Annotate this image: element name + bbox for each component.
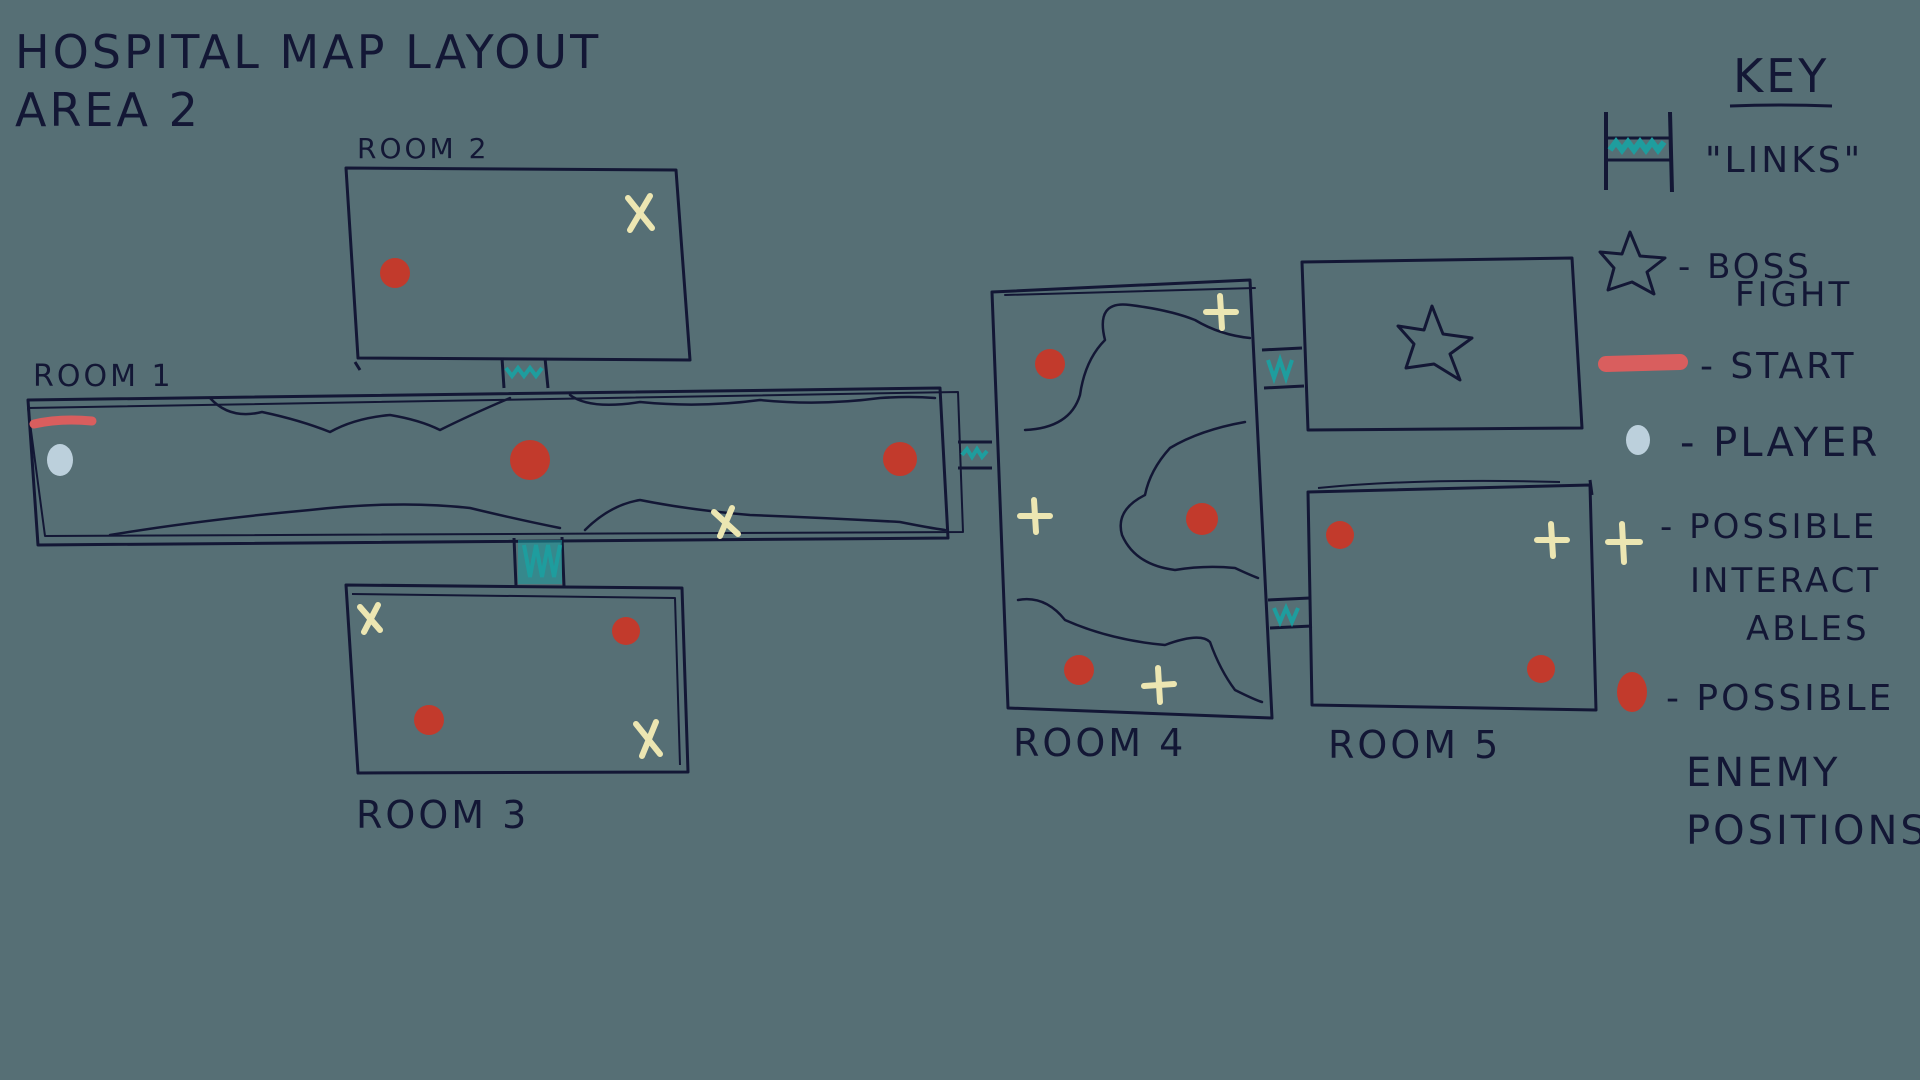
enemy-dot: [883, 442, 917, 476]
legend-interact-label: - POSSIBLE: [1660, 507, 1877, 547]
room-5: [1306, 479, 1598, 712]
legend-enemy-label: - POSSIBLE: [1666, 678, 1894, 719]
enemy-dot: [1527, 655, 1555, 683]
room-4-label: ROOM 4: [1013, 721, 1186, 765]
room-3-label: ROOM 3: [356, 793, 529, 837]
cross-icon: [625, 193, 655, 233]
enemy-dot: [1035, 349, 1065, 379]
legend-boss-label: - BOSS: [1678, 247, 1812, 287]
legend-heading: KEY: [1733, 49, 1829, 103]
legend-star-icon: [1598, 230, 1667, 296]
link-room1-room2: [500, 357, 550, 389]
legend-player-label: - PLAYER: [1680, 420, 1880, 466]
room-1-label: ROOM 1: [33, 359, 174, 394]
cross-icon: [1017, 497, 1053, 535]
boss-star-icon: [1396, 304, 1474, 382]
link-room4-room5: [1267, 596, 1313, 630]
legend-cross-icon: [1605, 521, 1643, 565]
link-room4-boss: [1261, 346, 1305, 390]
map-subtitle: AREA 2: [15, 83, 201, 137]
enemy-dot: [1186, 503, 1218, 535]
enemy-dot: [414, 705, 444, 735]
legend-enemy-label-2: ENEMY: [1686, 750, 1840, 796]
legend-interact-label-2: INTERACT: [1690, 561, 1881, 601]
legend: KEY "LINKS" - BOSS FIGHT - START - PLAYE…: [1598, 49, 1920, 854]
room-3: [344, 583, 690, 775]
interactable-markers: [357, 193, 1570, 759]
legend-links-label: "LINKS": [1705, 140, 1863, 181]
enemy-dot: [510, 440, 550, 480]
enemy-dot: [1064, 655, 1094, 685]
legend-start-label: - START: [1700, 346, 1857, 387]
map-title: HOSPITAL MAP LAYOUT: [15, 25, 601, 79]
room-1: [26, 386, 964, 547]
room-2: [344, 166, 692, 371]
enemy-markers: [380, 258, 1555, 735]
room-5-label: ROOM 5: [1328, 723, 1501, 767]
legend-interact-label-3: ABLES: [1746, 609, 1870, 649]
enemy-dot: [612, 617, 640, 645]
cross-icon: [357, 602, 383, 635]
enemy-dot: [380, 258, 410, 288]
legend-boss-label-2: FIGHT: [1735, 275, 1852, 315]
cross-icon: [1534, 521, 1570, 559]
legend-start-icon: [1598, 354, 1688, 372]
cross-icon: [1203, 293, 1239, 331]
legend-player-icon: [1626, 425, 1650, 455]
room-4: [990, 278, 1274, 720]
cross-icon: [711, 505, 741, 539]
cross-icon: [1141, 665, 1177, 705]
legend-link-icon: [1604, 111, 1674, 193]
start-marker: [29, 415, 97, 429]
player-marker: [47, 444, 73, 476]
link-room1-room3: [512, 536, 566, 587]
link-room1-room4: [958, 440, 992, 470]
room-5-boss: [1300, 256, 1584, 432]
enemy-dot: [1326, 521, 1354, 549]
legend-enemy-icon: [1617, 672, 1647, 712]
legend-enemy-label-3: POSITIONS: [1686, 808, 1920, 854]
room-2-label: ROOM 2: [357, 132, 489, 165]
cross-icon: [633, 719, 663, 759]
